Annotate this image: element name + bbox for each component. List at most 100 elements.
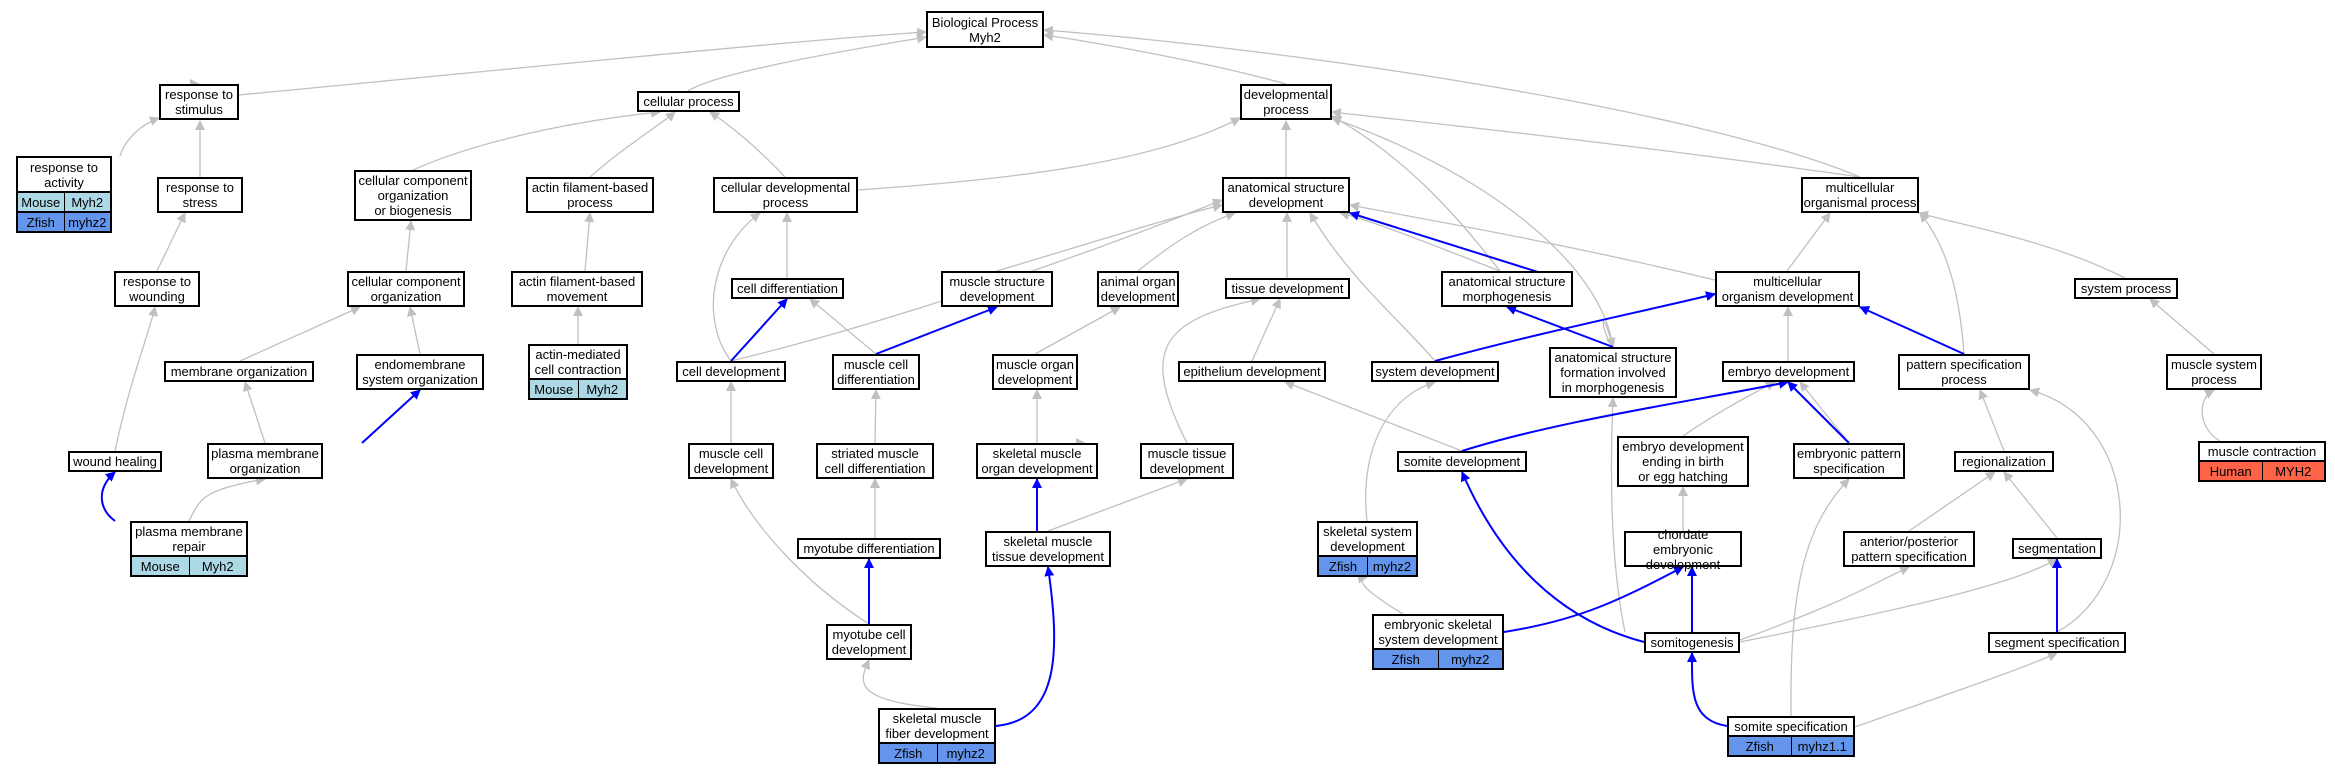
edge-blue-83 <box>995 566 1056 727</box>
edge-gray-37 <box>2149 298 2215 355</box>
node-membrane-organization[interactable]: membrane organization <box>164 361 314 382</box>
node-plasma-membrane-organization[interactable]: plasma membrane organization <box>207 443 323 479</box>
node-somitogenesis[interactable]: somitogenesis <box>1644 632 1740 653</box>
edge-gray-51 <box>1047 477 1188 532</box>
edge-gray-52 <box>1365 380 1436 522</box>
edge-gray-2 <box>1043 31 1287 85</box>
node-actin-filament-based-movement[interactable]: actin filament-based movement <box>511 271 643 307</box>
node-muscle-organ-development[interactable]: muscle organ development <box>992 354 1078 390</box>
node-multicellular-organism-development[interactable]: multicellular organism development <box>1715 271 1860 307</box>
node-endomembrane-system-organization[interactable]: endomembrane system organization <box>356 354 484 390</box>
node-striated-muscle-cell-differentiation[interactable]: striated muscle cell differentiation <box>816 443 934 479</box>
node-anatomical-structure-morphogenesis[interactable]: anatomical structure morphogenesis <box>1441 271 1573 307</box>
node-cellular-developmental-process[interactable]: cellular developmental process <box>713 177 858 213</box>
node-skeletal-system-development[interactable]: skeletal system development <box>1317 521 1418 557</box>
edge-gray-30 <box>809 298 877 355</box>
edge-gray-13 <box>156 212 186 272</box>
edge-gray-25 <box>239 306 361 362</box>
edge-gray-55 <box>2003 471 2058 539</box>
edge-blue-79 <box>1503 566 1684 633</box>
node-cellular-component-organization[interactable]: cellular component organization <box>347 271 465 307</box>
edge-gray-38 <box>114 306 158 452</box>
edge-gray-36 <box>1919 212 1965 355</box>
node-tissue-development[interactable]: tissue development <box>1225 278 1350 299</box>
node-muscle-structure-development[interactable]: muscle structure development <box>941 271 1053 307</box>
node-myotube-differentiation[interactable]: myotube differentiation <box>797 538 941 559</box>
node-actin-filament-based-process[interactable]: actin filament-based process <box>526 177 654 213</box>
edge-gray-28 <box>712 212 761 362</box>
node-embryonic-pattern-specification[interactable]: embryonic pattern specification <box>1793 443 1905 479</box>
edge-blue-69 <box>1434 291 1716 362</box>
edge-gray-9 <box>709 111 786 178</box>
node-embryonic-skeletal-system-development[interactable]: embryonic skeletal system development <box>1372 614 1504 650</box>
node-muscle-tissue-development[interactable]: muscle tissue development <box>1140 443 1234 479</box>
node-system-process[interactable]: system process <box>2074 278 2178 299</box>
edge-gray-49 <box>188 475 266 522</box>
edge-gray-39 <box>243 381 266 444</box>
node-embryo-development-ending-in-birth-or-egg-hatching[interactable]: embryo development ending in birth or eg… <box>1617 436 1749 487</box>
node-myotube-cell-development[interactable]: myotube cell development <box>826 624 912 660</box>
edge-gray-26 <box>406 306 421 355</box>
node-cellular-component-organization-or-biogenesis[interactable]: cellular component organization or bioge… <box>354 170 472 221</box>
node-anatomical-structure-development[interactable]: anatomical structure development <box>1222 177 1350 213</box>
node-actin-mediated-cell-contraction[interactable]: actin-mediated cell contraction <box>528 344 628 380</box>
edge-blue-81 <box>1460 471 1645 643</box>
node-response-to-stimulus[interactable]: response to stimulus <box>159 84 239 120</box>
node-cell-development[interactable]: cell development <box>676 361 786 382</box>
edge-blue-68 <box>1506 305 1614 348</box>
node-epithelium-development[interactable]: epithelium development <box>1178 361 1326 382</box>
node-somite-development[interactable]: somite development <box>1397 451 1527 472</box>
edge-gray-24 <box>1918 210 2126 279</box>
node-cell-differentiation[interactable]: cell differentiation <box>731 278 844 299</box>
node-regionalization[interactable]: regionalization <box>1954 451 2054 472</box>
node-muscle-cell-differentiation[interactable]: muscle cell differentiation <box>832 354 920 390</box>
node-multicellular-organismal-process[interactable]: multicellular organismal process <box>1801 177 1919 213</box>
node-muscle-cell-development[interactable]: muscle cell development <box>688 443 774 479</box>
node-wound-healing[interactable]: wound healing <box>68 451 162 472</box>
edge-gray-61 <box>1607 397 1626 633</box>
node-anterior-posterior-pattern-specification[interactable]: anterior/posterior pattern specification <box>1843 531 1975 567</box>
node-skeletal-muscle-tissue-development[interactable]: skeletal muscle tissue development <box>985 531 1111 567</box>
node-biological-process[interactable]: Biological Process Myh2 <box>926 11 1044 48</box>
node-plasma-membrane-repair[interactable]: plasma membrane repair <box>130 521 248 557</box>
node-embryo-development[interactable]: embryo development <box>1722 361 1855 382</box>
edge-blue-73 <box>361 389 421 444</box>
edge-gray-1 <box>687 33 927 92</box>
node-developmental-process[interactable]: developmental process <box>1240 84 1332 120</box>
node-somite-specification[interactable]: somite specification <box>1727 716 1855 737</box>
node-segment-specification[interactable]: segment specification <box>1988 632 2126 653</box>
edge-gray-60 <box>1602 321 1616 348</box>
node-muscle-system-process[interactable]: muscle system process <box>2166 354 2262 390</box>
edge-gray-54 <box>1908 471 1996 532</box>
node-animal-organ-development[interactable]: animal organ development <box>1097 271 1179 307</box>
node-segmentation[interactable]: segmentation <box>2012 538 2102 559</box>
node-response-to-activity[interactable]: response to activity <box>16 156 112 193</box>
node-anatomical-structure-formation-involved-in-morphogenesis[interactable]: anatomical structure formation involved … <box>1549 347 1677 398</box>
edge-gray-5 <box>119 116 160 157</box>
node-skeletal-muscle-fiber-development[interactable]: skeletal muscle fiber development <box>878 708 996 744</box>
node-response-to-stress[interactable]: response to stress <box>157 177 243 213</box>
edge-gray-18 <box>1137 211 1236 272</box>
node-response-to-wounding[interactable]: response to wounding <box>114 271 200 307</box>
edge-gray-21 <box>1331 115 1501 272</box>
edge-blue-72 <box>875 305 998 355</box>
edge-gray-14 <box>405 220 416 272</box>
edge-gray-65 <box>860 659 938 709</box>
node-muscle-contraction[interactable]: muscle contraction <box>2198 441 2326 462</box>
node-cellular-process[interactable]: cellular process <box>637 91 740 112</box>
edge-gray-31 <box>1034 306 1121 355</box>
node-system-development[interactable]: system development <box>1371 361 1499 382</box>
edge-gray-64 <box>1854 652 2058 728</box>
edge-gray-56 <box>730 478 870 625</box>
edge-gray-43 <box>1162 295 1261 444</box>
node-pattern-specification-process[interactable]: pattern specification process <box>1898 354 2030 390</box>
node-skeletal-muscle-organ-development[interactable]: skeletal muscle organ development <box>976 443 1098 479</box>
node-chordate-embryonic-development[interactable]: chordate embryonic development <box>1624 527 1742 572</box>
